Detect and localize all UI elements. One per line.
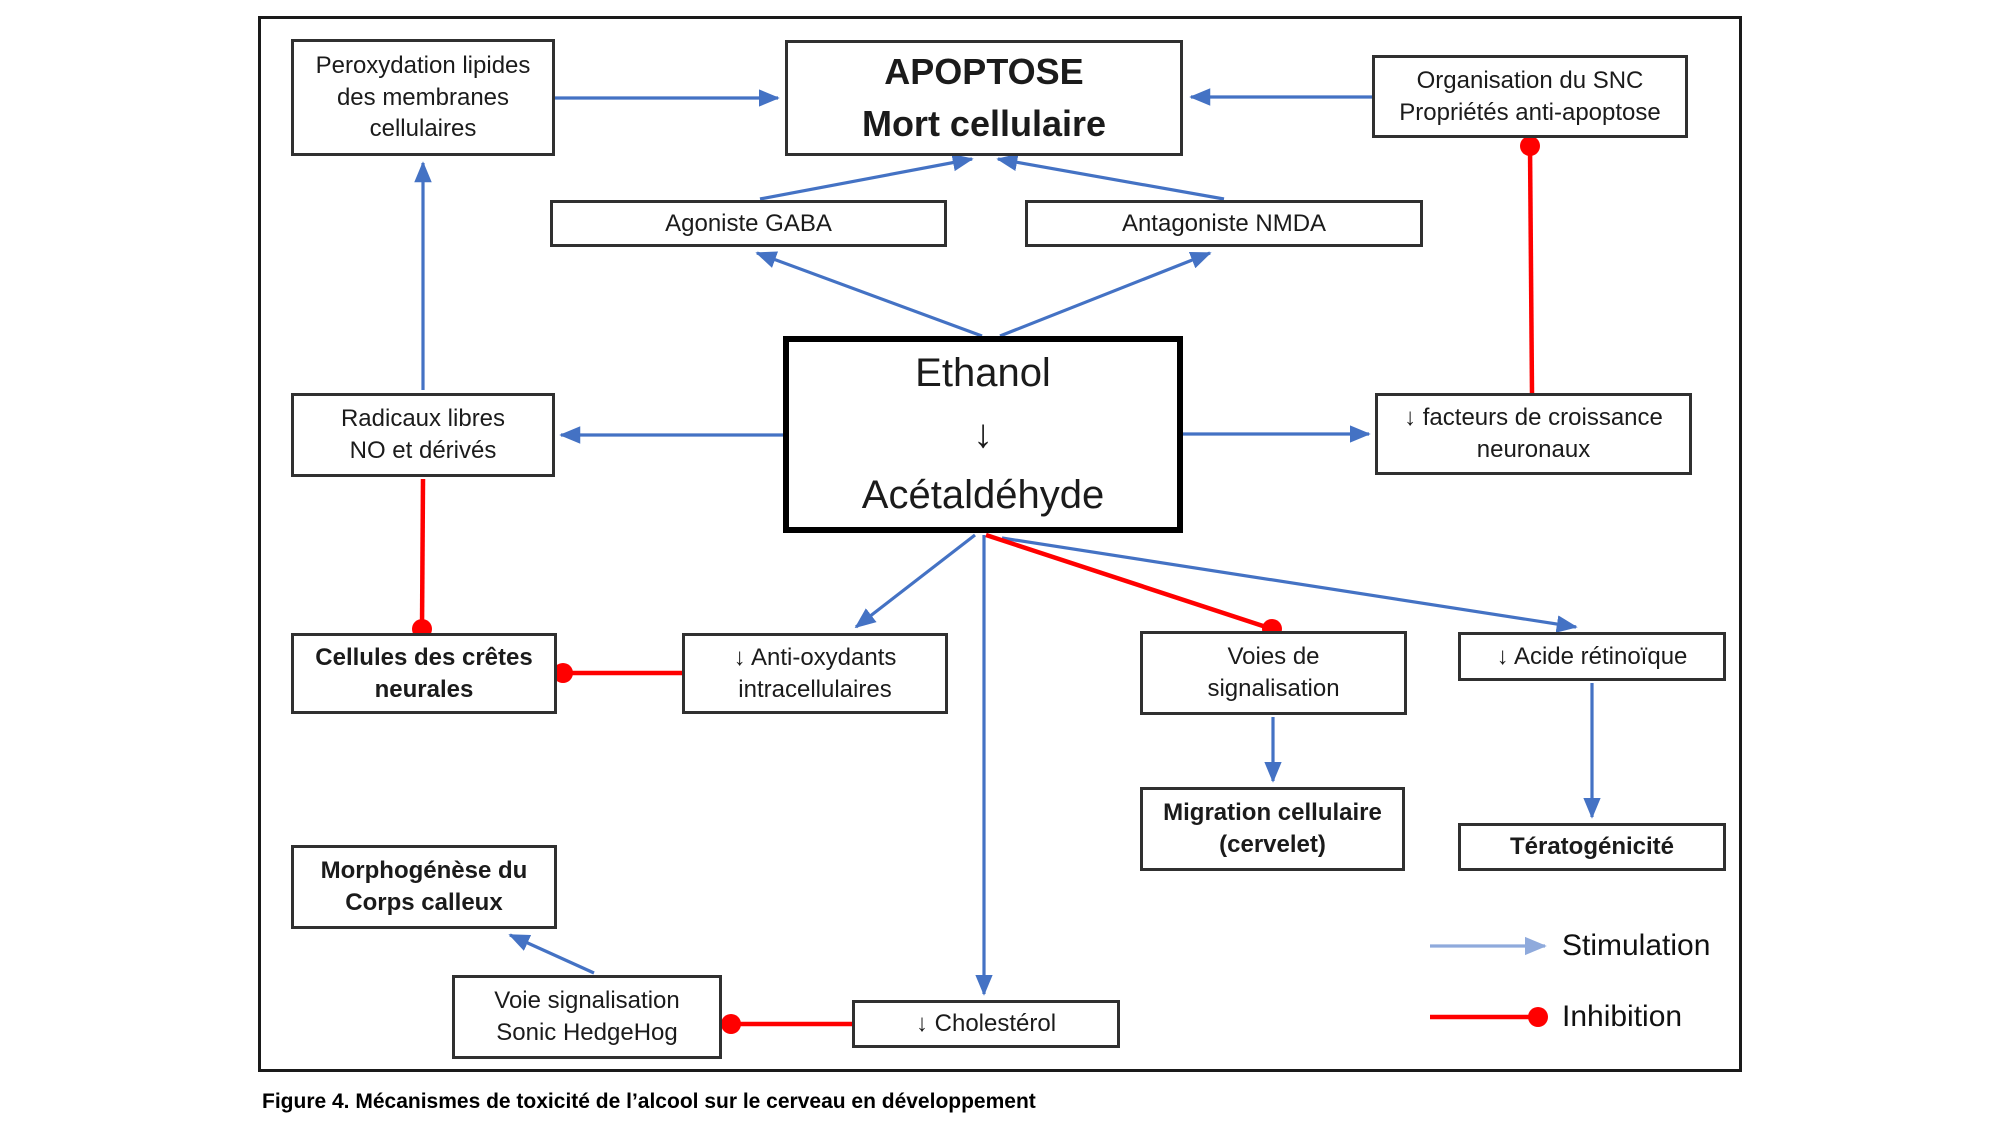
node-cellules-cretes: Cellules des crêtes neurales <box>291 633 557 714</box>
node-facteurs-croissance: ↓ facteurs de croissance neuronaux <box>1375 393 1692 475</box>
node-voies-signalisation: Voies de signalisation <box>1140 631 1407 715</box>
node-acide-retinoique: ↓ Acide rétinoïque <box>1458 632 1726 681</box>
node-agoniste-gaba: Agoniste GABA <box>550 200 947 247</box>
node-anti-oxydants: ↓ Anti-oxydants intracellulaires <box>682 633 948 714</box>
node-antagoniste-nmda: Antagoniste NMDA <box>1025 200 1423 247</box>
node-migration-cellulaire: Migration cellulaire (cervelet) <box>1140 787 1405 871</box>
node-organisation-snc: Organisation du SNC Propriétés anti-apop… <box>1372 55 1688 138</box>
legend-stimulation-label: Stimulation <box>1562 929 1711 962</box>
figure-caption: Figure 4. Mécanismes de toxicité de l’al… <box>262 1090 1036 1113</box>
node-cholesterol: ↓ Cholestérol <box>852 1000 1120 1048</box>
node-morphogenese: Morphogénèse du Corps calleux <box>291 845 557 929</box>
node-teratogenicite: Tératogénicité <box>1458 823 1726 871</box>
node-peroxydation: Peroxydation lipides des membranes cellu… <box>291 39 555 156</box>
node-apoptose: APOPTOSE Mort cellulaire <box>785 40 1183 156</box>
node-sonic-hedgehog: Voie signalisation Sonic HedgeHog <box>452 975 722 1059</box>
legend-inhibition-label: Inhibition <box>1562 1000 1683 1033</box>
node-radicaux-libres: Radicaux libres NO et dérivés <box>291 393 555 477</box>
node-ethanol-acetaldehyde: Ethanol ↓ Acétaldéhyde <box>783 336 1183 533</box>
